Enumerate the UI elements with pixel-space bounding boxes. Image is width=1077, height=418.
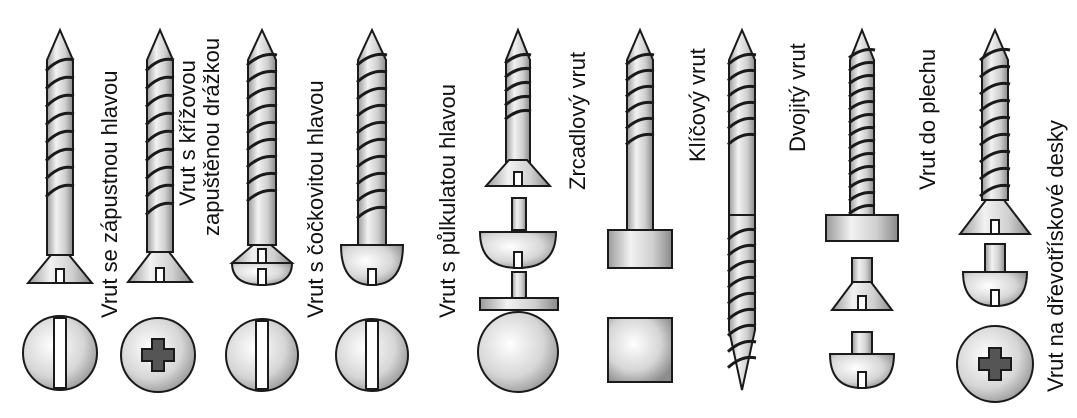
label-cross-recess-line2: zapuštěnou drážkou	[199, 37, 224, 236]
screw-chip-dome-slot	[990, 289, 1000, 307]
screw-sheet-shank	[849, 27, 875, 216]
screw-sheet-thread	[848, 48, 876, 215]
screw-cross-head-slot	[155, 267, 165, 283]
screw-sheet-neck	[851, 257, 873, 283]
screw-raised-thread	[245, 52, 278, 203]
screw-chip-thread	[978, 47, 1011, 198]
screw-raised-cone-slot	[257, 248, 267, 264]
screw-sheet-pan-head	[825, 214, 899, 242]
label-coach: Klíčový vrut	[685, 48, 710, 162]
screw-sheet-dome-slot	[857, 371, 867, 389]
screw-coach-head	[607, 229, 673, 269]
slotted-head-icon-slot	[365, 320, 379, 390]
screw-dowel-thread-lower	[726, 227, 757, 369]
screw-round-thread	[355, 52, 388, 220]
screw-round-head-slot	[367, 268, 377, 286]
screw-sheet-neck2	[851, 331, 873, 355]
slotted-head-icon-slot	[53, 317, 67, 389]
screw-mirror-head-slot	[513, 171, 523, 187]
screw-mirror-washer	[479, 297, 559, 311]
label-countersunk: Vrut se zápustnou hlavou	[97, 70, 122, 318]
square-head-icon	[607, 317, 673, 383]
screw-countersunk-shank	[46, 27, 74, 256]
label-cross-recess-line1: Vrut s křížovou	[175, 60, 200, 206]
label-chipboard: Vrut na dřevotřískové desky	[1043, 120, 1068, 392]
label-raised-head: Vrut s čočkovitou hlavou	[303, 80, 328, 318]
screw-chip-neck	[984, 243, 1006, 273]
label-mirror: Zrcadlový vrut	[565, 51, 590, 190]
screw-coach-thread	[624, 52, 655, 146]
screw-mirror-cap-face	[477, 311, 559, 393]
screw-countersunk-thread	[44, 57, 75, 198]
screw-dowel-thread-upper	[726, 52, 757, 146]
cross-recess-head-icon-recess	[978, 347, 1012, 381]
screw-countersunk-head-slot	[55, 268, 65, 284]
cross-recess-head-icon-recess	[141, 338, 175, 372]
screw-sheet-countersunk-slot	[857, 295, 867, 311]
screw-mirror-cap-slot	[513, 251, 523, 269]
slotted-head-icon-slot	[255, 320, 269, 390]
label-round-head: Vrut s půlkulatou hlavou	[435, 84, 460, 318]
screw-mirror-stud	[511, 197, 527, 231]
label-dowel: Dvojitý vrut	[785, 43, 810, 152]
screw-dowel-upper	[728, 27, 756, 216]
screw-raised-dome-slot	[257, 268, 267, 286]
screw-chip-head-slot	[990, 219, 1000, 235]
screw-cross-thread	[144, 57, 175, 216]
label-sheet-metal: Vrut do plechu	[915, 48, 940, 190]
screw-cross-shank	[146, 27, 174, 253]
screw-chip-head	[957, 199, 1033, 235]
screw-mirror-thread	[504, 52, 532, 121]
